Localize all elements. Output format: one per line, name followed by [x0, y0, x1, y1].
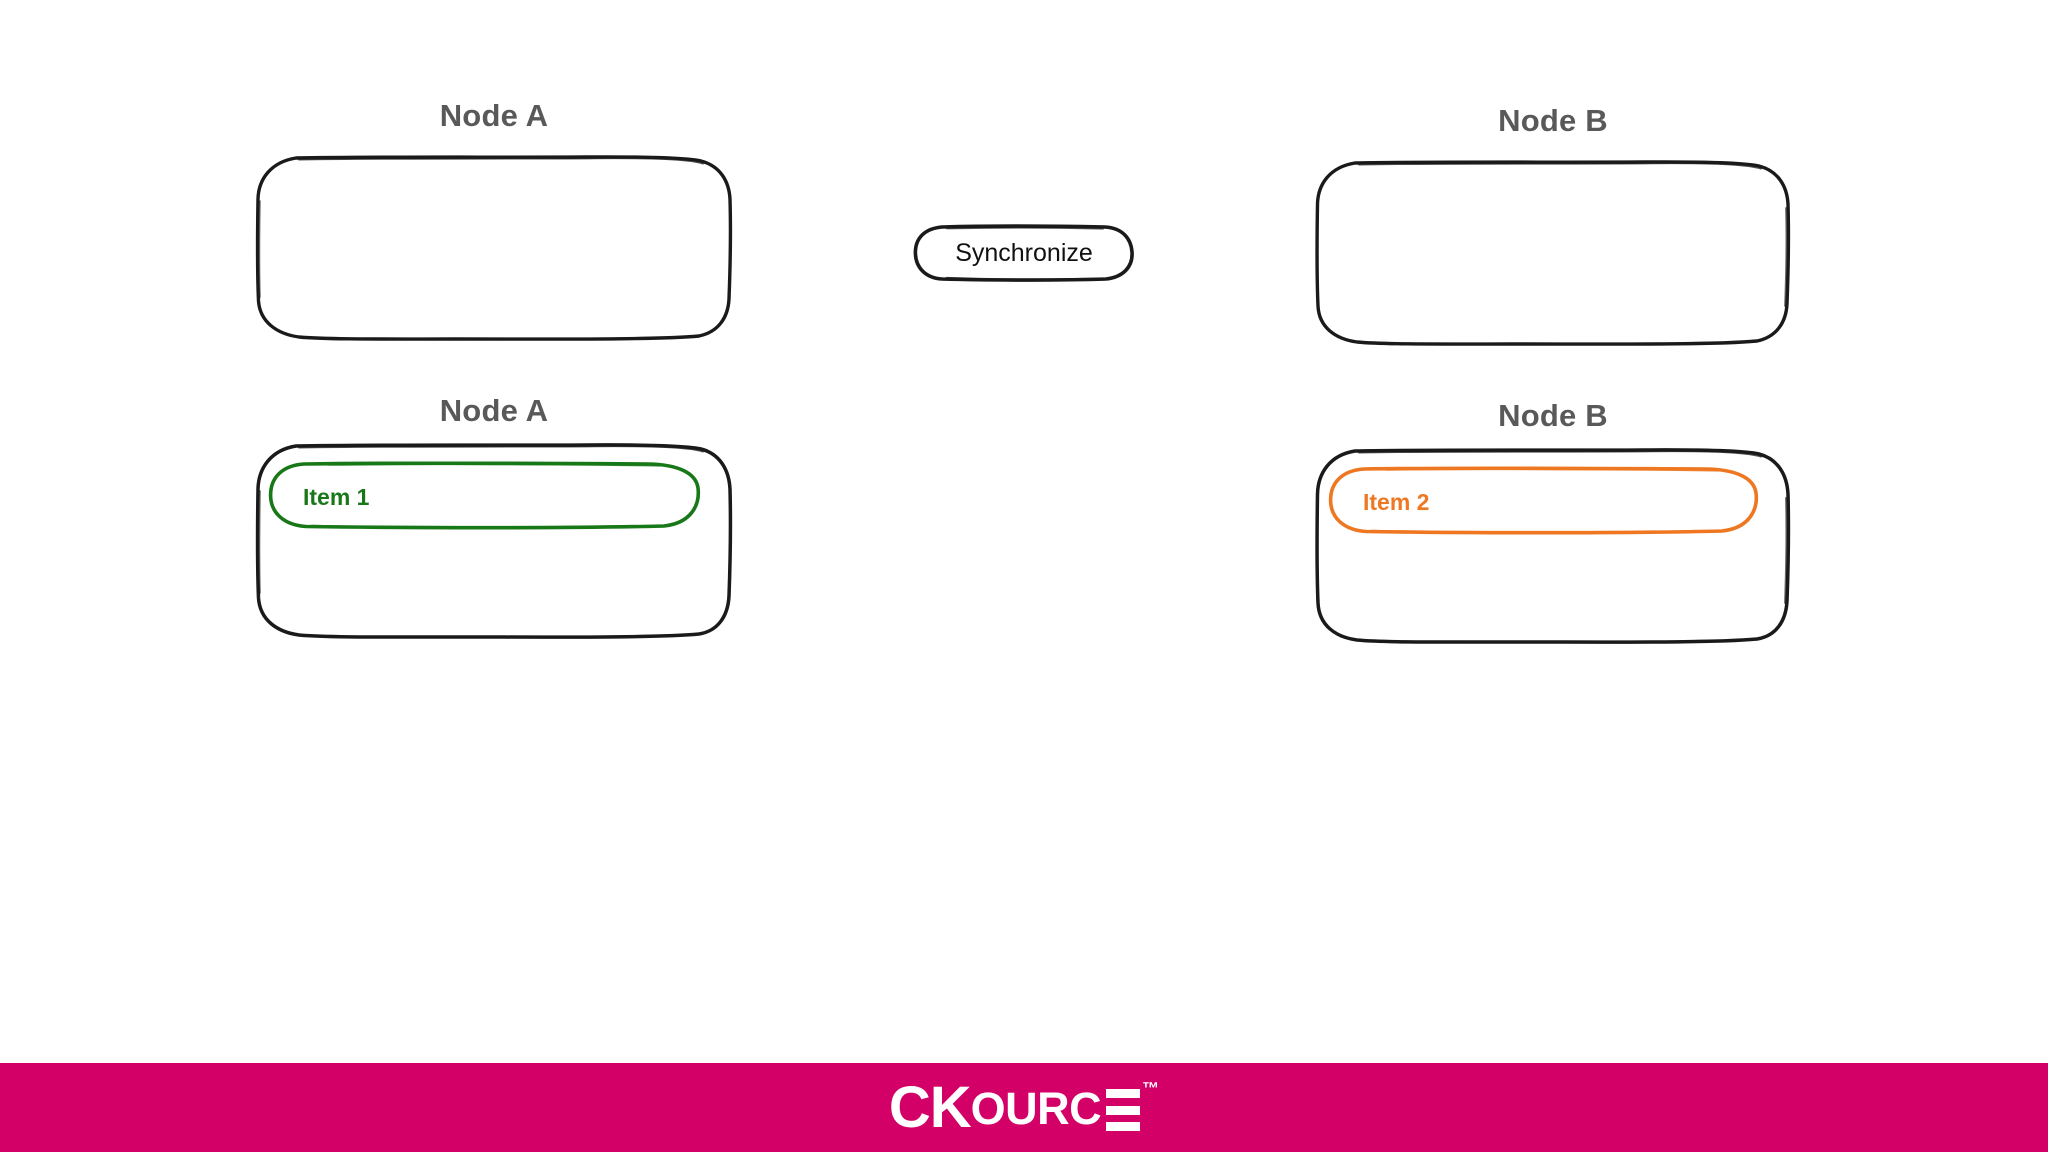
trademark-symbol: ™: [1142, 1078, 1160, 1098]
node-box[interactable]: [255, 155, 733, 341]
brand-text-ource: OURC: [970, 1083, 1102, 1135]
item-label: Item 1: [303, 484, 370, 510]
node-label: Node A: [439, 98, 549, 133]
footer-brand-bar: CK OURC ™: [0, 1063, 2048, 1152]
item-pill[interactable]: Item 2: [1328, 466, 1768, 536]
node-label: Node B: [1498, 103, 1608, 138]
brand-text-ck: CK: [888, 1074, 972, 1140]
stacked-bars-e-icon: [1106, 1089, 1141, 1132]
cksource-logo: CK OURC ™: [888, 1074, 1160, 1140]
synchronize-button[interactable]: Synchronize: [913, 224, 1135, 282]
item-label: Item 2: [1363, 489, 1430, 515]
node-label: Node A: [439, 393, 549, 428]
node-box[interactable]: [1315, 160, 1791, 346]
item-pill[interactable]: Item 1: [268, 461, 710, 531]
synchronize-button-label: Synchronize: [955, 239, 1093, 267]
node-label: Node B: [1498, 398, 1608, 433]
